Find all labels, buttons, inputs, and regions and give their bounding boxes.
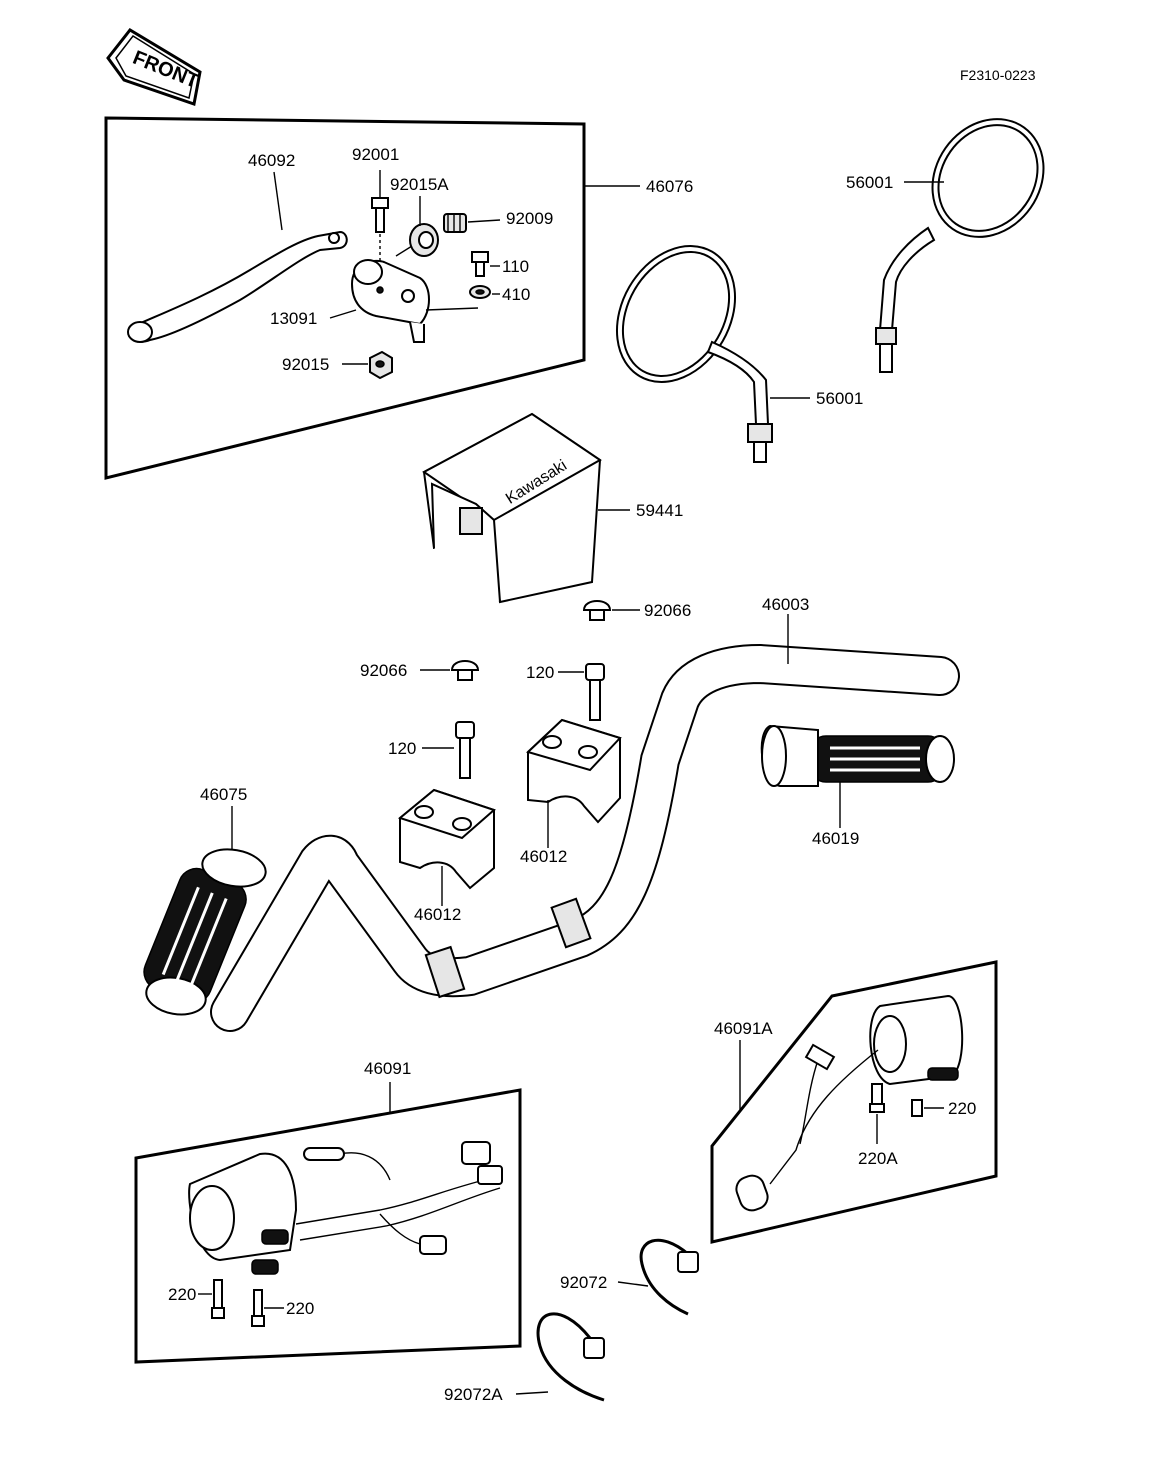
label-92072: 92072 xyxy=(560,1273,607,1292)
label-120-mid: 120 xyxy=(388,739,416,758)
adjuster-92015A xyxy=(409,223,439,257)
mirror-left xyxy=(615,245,773,463)
diagram-code: F2310-0223 xyxy=(960,67,1036,83)
holder-46012-left xyxy=(397,788,496,890)
front-arrow-icon: FRONT xyxy=(106,28,202,106)
screw-92009 xyxy=(443,213,467,233)
grip-right-46019 xyxy=(760,724,955,787)
label-92009: 92009 xyxy=(506,209,553,228)
label-220A: 220A xyxy=(858,1149,898,1168)
label-410: 410 xyxy=(502,285,530,304)
cap-92066-right xyxy=(582,600,612,621)
label-220-left1: 220 xyxy=(168,1285,196,1304)
assembly-box-46091A xyxy=(710,960,998,1244)
bolt-120-mid xyxy=(455,721,475,779)
cap-92066-left xyxy=(450,660,480,681)
grip-left-46075 xyxy=(143,848,267,1016)
label-46091A: 46091A xyxy=(714,1019,773,1038)
label-92066-right: 92066 xyxy=(644,601,691,620)
nut-92015 xyxy=(369,350,393,380)
label-46076: 46076 xyxy=(646,177,693,196)
label-92072A: 92072A xyxy=(444,1385,503,1404)
label-46012-left: 46012 xyxy=(414,905,461,924)
label-46003: 46003 xyxy=(762,595,809,614)
bolt-110 xyxy=(471,251,489,277)
label-56001-top: 56001 xyxy=(846,173,893,192)
label-46092: 46092 xyxy=(248,151,295,170)
bolt-120-top xyxy=(585,663,605,721)
screw-220-left1 xyxy=(211,1279,225,1319)
cable-band-92072 xyxy=(639,1238,699,1316)
screw-220-right xyxy=(911,1099,923,1117)
label-56001-bottom: 56001 xyxy=(816,389,863,408)
mirror-right xyxy=(875,118,1045,373)
label-92001: 92001 xyxy=(352,145,399,164)
washer-410 xyxy=(469,285,491,299)
cable-band-92072A xyxy=(536,1312,605,1402)
handlebar-cover: Kawasaki xyxy=(422,412,602,604)
switch-housing-left xyxy=(188,1141,503,1275)
label-13091: 13091 xyxy=(270,309,317,328)
label-46012-right: 46012 xyxy=(520,847,567,866)
label-110: 110 xyxy=(502,257,529,276)
label-46075: 46075 xyxy=(200,785,247,804)
assembly-box-46091 xyxy=(134,1088,522,1364)
label-120-top: 120 xyxy=(526,663,554,682)
clutch-lever xyxy=(127,230,348,343)
label-220-left2: 220 xyxy=(286,1299,314,1318)
lever-bracket xyxy=(350,259,430,343)
label-59441: 59441 xyxy=(636,501,683,520)
label-92015A: 92015A xyxy=(390,175,449,194)
label-92015: 92015 xyxy=(282,355,329,374)
switch-housing-right xyxy=(735,994,964,1212)
label-46019: 46019 xyxy=(812,829,859,848)
screw-220A xyxy=(869,1083,885,1113)
label-220-right: 220 xyxy=(948,1099,976,1118)
label-46091: 46091 xyxy=(364,1059,411,1078)
screw-220-left2 xyxy=(251,1289,265,1327)
assembly-box-46076 xyxy=(104,116,586,480)
bolt-92001 xyxy=(371,197,389,233)
label-92066-left: 92066 xyxy=(360,661,407,680)
holder-46012-right xyxy=(526,718,622,824)
